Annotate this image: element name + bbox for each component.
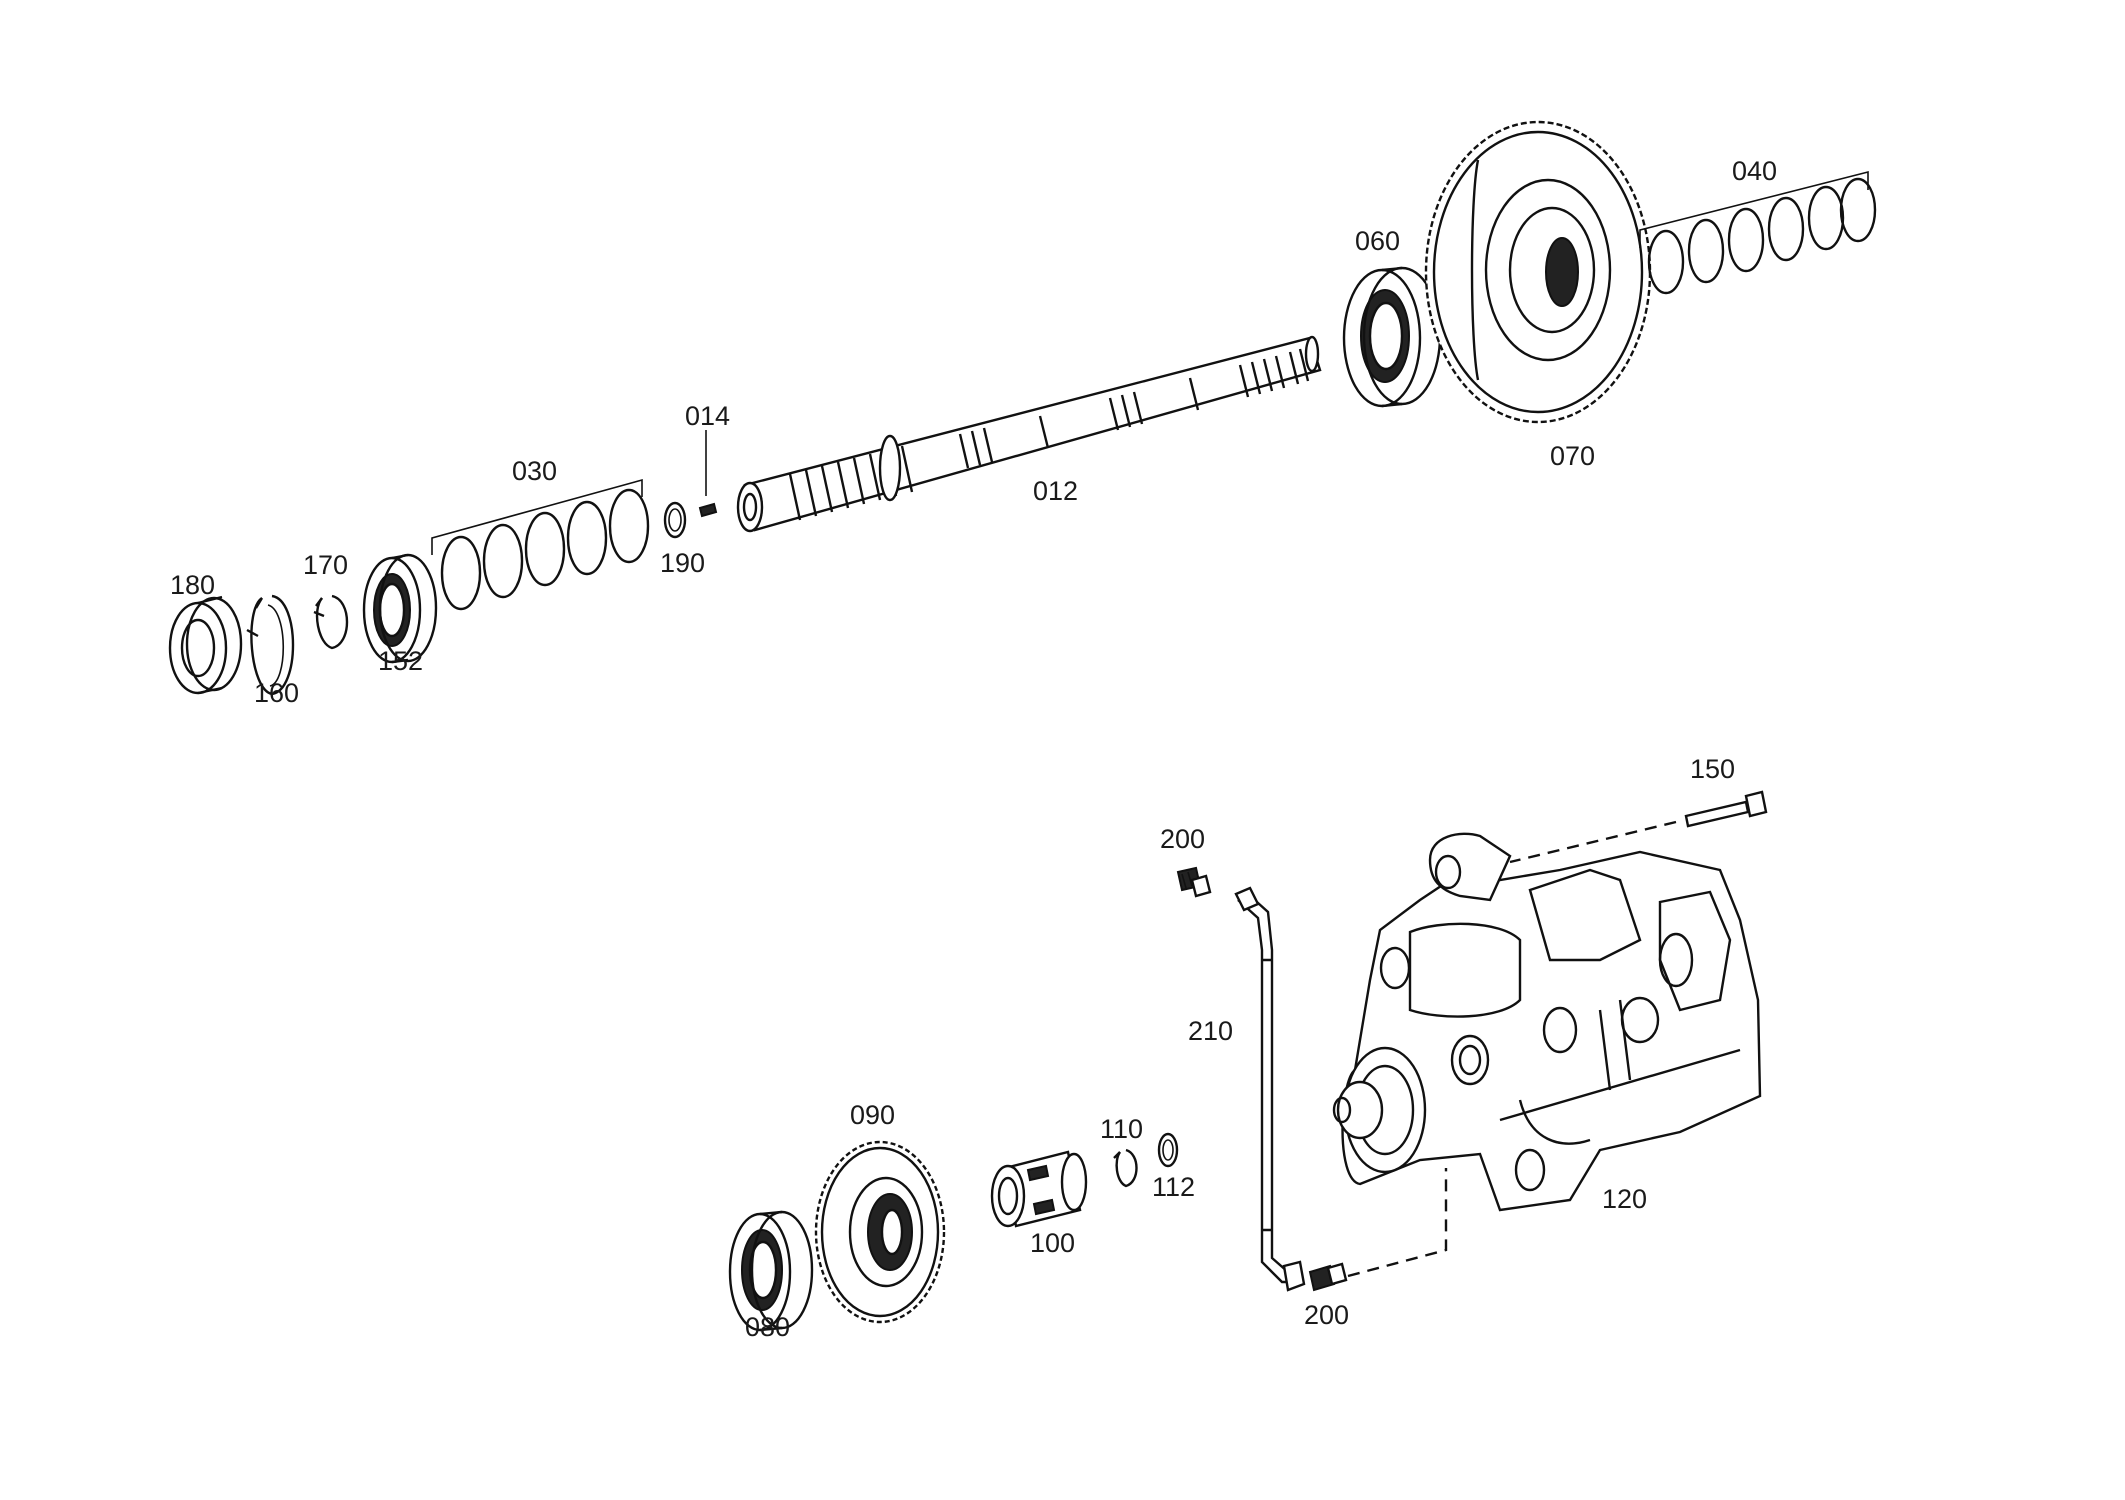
label-080: 080	[745, 1312, 790, 1342]
part-070-gear[interactable]	[1424, 120, 1652, 424]
part-200-fitting-upper[interactable]	[1176, 866, 1212, 898]
label-200-upper: 200	[1160, 824, 1205, 854]
part-150-bolt[interactable]	[1684, 790, 1768, 828]
label-090: 090	[850, 1100, 895, 1130]
part-012-shaft[interactable]	[736, 335, 1322, 533]
part-170-ring[interactable]	[313, 594, 349, 650]
label-100: 100	[1030, 1228, 1075, 1258]
label-030: 030	[512, 456, 557, 486]
part-110-snap-ring[interactable]	[1113, 1148, 1138, 1188]
part-030-shim-set[interactable]	[431, 478, 650, 611]
label-014: 014	[685, 401, 730, 431]
label-012: 012	[1033, 476, 1078, 506]
part-112-o-ring[interactable]	[1157, 1132, 1179, 1168]
part-200-fitting-lower[interactable]	[1308, 1262, 1348, 1292]
label-150: 150	[1690, 754, 1735, 784]
part-080-bearing[interactable]	[728, 1210, 814, 1332]
label-112: 112	[1152, 1172, 1195, 1202]
label-060: 060	[1355, 226, 1400, 256]
part-014-pin[interactable]	[698, 430, 718, 518]
part-120-pump-housing[interactable]	[1332, 832, 1762, 1212]
label-040: 040	[1732, 156, 1777, 186]
label-170: 170	[303, 550, 348, 580]
part-100-sleeve[interactable]	[990, 1150, 1088, 1228]
part-180-seal[interactable]	[168, 595, 243, 695]
dashed-leader-bolt	[1509, 820, 1677, 864]
label-190: 190	[660, 548, 705, 578]
part-040-shim-set[interactable]	[1639, 170, 1877, 295]
label-110: 110	[1100, 1114, 1143, 1144]
part-210-hose[interactable]	[1234, 886, 1306, 1292]
part-160-snap-ring[interactable]	[246, 594, 295, 696]
label-070: 070	[1550, 441, 1595, 471]
part-090-gear[interactable]	[814, 1140, 946, 1324]
label-180: 180	[170, 570, 215, 600]
dashed-leader-fitting	[1347, 1168, 1448, 1278]
part-152-bearing[interactable]	[362, 553, 438, 664]
part-060-bearing[interactable]	[1342, 266, 1442, 408]
label-152: 152	[378, 646, 423, 676]
label-160: 160	[254, 678, 299, 708]
label-120: 120	[1602, 1184, 1647, 1214]
part-labels: 012 014 030 040 060 070 080 090 100 110 …	[170, 156, 1777, 1342]
part-190-o-ring[interactable]	[663, 501, 687, 539]
label-210: 210	[1188, 1016, 1233, 1046]
label-200-lower: 200	[1304, 1300, 1349, 1330]
